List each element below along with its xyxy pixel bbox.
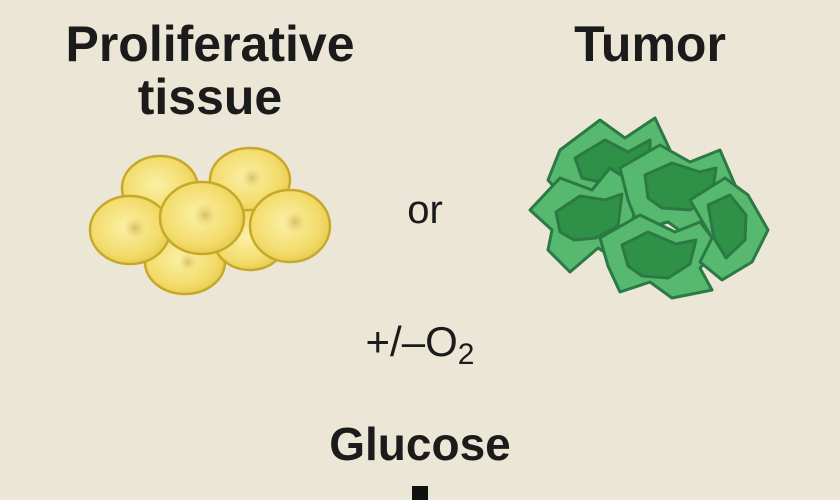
proliferative-label-line1: Proliferative	[65, 16, 355, 72]
proliferative-label-line2: tissue	[137, 68, 283, 125]
or-label: or	[407, 188, 443, 232]
down-arrow-icon	[412, 486, 428, 500]
oxygen-prefix: +/–O	[365, 318, 458, 365]
oxygen-subscript: 2	[457, 338, 475, 371]
glucose-label: Glucose	[329, 418, 511, 470]
proliferative-tissue-label: Proliferative tissue	[20, 18, 400, 123]
oxygen-condition-label: +/–O2	[320, 318, 520, 372]
tumor-label: Tumor	[574, 16, 726, 72]
